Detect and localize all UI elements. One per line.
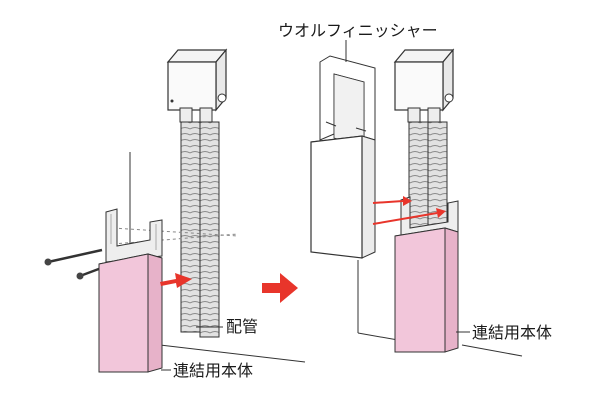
right-arrow-icon <box>262 273 298 303</box>
connection-body-left <box>98 208 163 373</box>
left-scene <box>44 48 306 373</box>
label-connection-body-right: 連結用本体 <box>472 323 552 342</box>
junction-box-right <box>393 48 455 112</box>
red-arrow-icon <box>372 196 446 225</box>
red-arrow-icon <box>160 273 192 288</box>
pipe-pair-right <box>407 107 448 241</box>
connection-body-right <box>394 196 459 353</box>
junction-box-left <box>166 48 228 112</box>
pipe-pair-left <box>179 107 220 338</box>
wall-finisher <box>310 55 376 259</box>
label-connection-body-left: 連結用本体 <box>173 361 253 380</box>
label-wall-finisher: ウオルフィニッシャー <box>278 21 438 40</box>
screw-upper <box>44 248 103 266</box>
label-piping: 配管 <box>226 317 258 336</box>
right-scene <box>310 40 523 357</box>
